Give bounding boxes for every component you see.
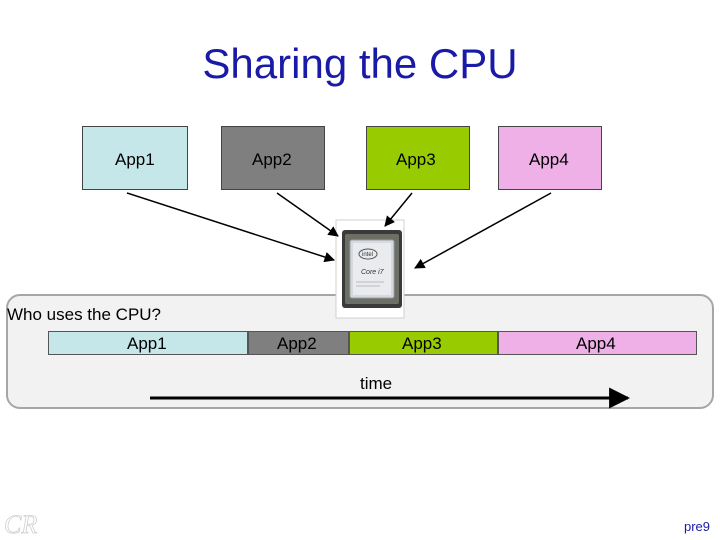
timeline-app1-label: App1 bbox=[127, 334, 167, 353]
question-label: Who uses the CPU? bbox=[7, 305, 162, 324]
timeline-segment-app2: App2 bbox=[248, 331, 349, 355]
arrow-app1-to-cpu bbox=[126, 192, 335, 263]
timeline-segment-app3: App3 bbox=[349, 331, 498, 355]
arrow-app2-to-cpu bbox=[276, 192, 339, 237]
arrow-app4-to-cpu bbox=[414, 192, 552, 269]
timeline-app4-label: App4 bbox=[576, 334, 616, 353]
page-number: pre9 bbox=[684, 519, 711, 534]
svg-text:CR: CR bbox=[4, 510, 37, 538]
slide-title: Sharing the CPU bbox=[202, 40, 518, 87]
time-label: time bbox=[360, 374, 393, 393]
app3-label: App3 bbox=[396, 150, 436, 169]
app4-box: App4 bbox=[498, 126, 602, 190]
svg-text:Core i7: Core i7 bbox=[361, 269, 385, 276]
app2-label: App2 bbox=[252, 150, 292, 169]
app1-box: App1 bbox=[82, 126, 188, 190]
app2-box: App2 bbox=[221, 126, 325, 190]
cpu-chip-icon: intel Core i7 bbox=[335, 219, 405, 319]
cr-logo-icon: CR bbox=[4, 510, 38, 538]
app4-label: App4 bbox=[529, 150, 569, 169]
timeline-app3-label: App3 bbox=[402, 334, 442, 353]
timeline-app2-label: App2 bbox=[277, 334, 317, 353]
svg-text:intel: intel bbox=[362, 252, 373, 258]
timeline-segment-app4: App4 bbox=[498, 331, 697, 355]
timeline-segment-app1: App1 bbox=[48, 331, 248, 355]
app1-label: App1 bbox=[115, 150, 155, 169]
arrow-app3-to-cpu bbox=[384, 192, 413, 227]
app3-box: App3 bbox=[366, 126, 470, 190]
